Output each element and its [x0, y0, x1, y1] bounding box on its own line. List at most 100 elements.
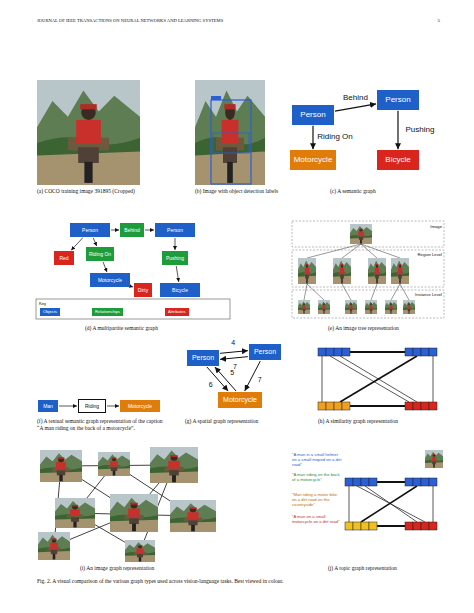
similarity-graph-part-part	[405, 348, 413, 356]
relation-arrow	[93, 238, 96, 246]
subfigure-caption: (i) An image graph representation	[80, 565, 230, 572]
similarity-graph-part-part	[326, 402, 334, 410]
level-label: Instance Level	[395, 292, 442, 297]
topic-graph-part-part	[429, 478, 437, 486]
legend-text: Attributes	[168, 309, 186, 314]
photo-b-part	[211, 100, 251, 184]
node-text: Bicycle	[383, 155, 413, 165]
page-number: 5	[430, 18, 440, 24]
node-text: Bicycle	[163, 287, 197, 293]
photo-b-part	[213, 133, 249, 153]
image-graph-part	[38, 532, 70, 560]
node-text: Riding	[83, 403, 101, 409]
topic-graph-part-part	[369, 522, 377, 530]
relationship-node: Riding On	[86, 247, 114, 261]
relation-arrow	[111, 230, 119, 231]
topic-graph-part-part	[369, 478, 377, 486]
relation-arrow	[312, 126, 313, 149]
node-text: Riding On	[89, 251, 111, 257]
topic-graph-part-part	[377, 481, 405, 483]
node-text: Motorcycle	[223, 396, 257, 404]
node-text: Motorcycle	[93, 277, 127, 283]
relation-arrow	[107, 406, 119, 407]
topic-graph-part-part	[345, 478, 353, 486]
subfigure-caption: (h) A similarity graph representation	[318, 418, 458, 425]
legend-text: Objects	[43, 309, 57, 314]
image-graph	[38, 447, 216, 562]
similarity-graph-part-part	[318, 402, 326, 410]
image-tree-part	[333, 258, 351, 284]
similarity-graph-part-part	[413, 402, 421, 410]
relation-arrow	[131, 286, 133, 288]
subfigure-caption: (d) A multipartite semantic graph	[85, 325, 235, 332]
similarity-graph-part-part	[429, 402, 437, 410]
image-tree-part	[292, 250, 444, 287]
topic-graph-part-part	[361, 522, 369, 530]
similarity-graph-part-part	[413, 348, 421, 356]
image-tree-part	[368, 258, 386, 284]
relation-arrow	[220, 351, 248, 354]
photo-b	[195, 80, 265, 185]
edge-label: 7	[257, 376, 263, 384]
edge-label: Riding On	[316, 133, 354, 142]
legend-swatch: Objects	[40, 308, 60, 315]
image-tree-part	[304, 244, 409, 300]
object-node: Motorcycle	[90, 273, 130, 287]
image-graph-part	[125, 540, 155, 562]
relation-arrow	[103, 262, 107, 272]
edge-label: Pushing	[405, 126, 436, 135]
photo-a	[37, 80, 140, 185]
image-tree-part-part	[391, 284, 400, 300]
topic-graph-part-part	[421, 478, 429, 486]
image-tree-part-part	[371, 284, 377, 300]
relation-arrow	[71, 238, 83, 251]
image-tree-part-part	[307, 284, 324, 300]
node-text: Person	[158, 227, 192, 233]
topic-graph-part	[425, 450, 443, 468]
similarity-graph-part-part	[340, 356, 417, 402]
image-tree-part	[292, 221, 444, 247]
topic-graph-part-part	[377, 525, 405, 527]
object-node: Person	[70, 223, 110, 237]
image-tree-part-part	[307, 244, 361, 258]
topic-graph-part-part	[345, 522, 353, 530]
similarity-graph-part-part	[322, 356, 323, 402]
key-heading: Key	[39, 301, 59, 306]
similarity-graph-part-part	[342, 402, 350, 410]
subfigure-caption: (f) A textual semantic graph representat…	[37, 418, 167, 431]
subfigure-caption: (b) Image with object detection labels	[195, 188, 305, 195]
image-tree-part	[365, 300, 377, 314]
image-tree-part	[403, 300, 415, 314]
subfigure-caption: (c) A semantic graph	[330, 188, 440, 195]
relation-arrow	[397, 111, 398, 149]
image-tree-part-part	[304, 284, 307, 300]
similarity-graph-part-part	[340, 356, 417, 402]
word-node: Man	[38, 400, 58, 412]
topic-graph-part-part	[353, 478, 361, 486]
object-node: Bicycle	[160, 283, 200, 297]
caption-quote: “Man riding a motor bike on a dirt road …	[292, 492, 342, 507]
key-box	[36, 299, 230, 319]
node-text: Behind	[123, 227, 141, 233]
similarity-graph-part	[318, 348, 437, 410]
similarity-graph-part-part	[429, 348, 437, 356]
image-tree-part	[298, 258, 316, 284]
node-text: Person	[73, 227, 107, 233]
region-node: Person	[249, 344, 281, 360]
relation-arrow	[175, 238, 176, 250]
node-text: Man	[42, 403, 54, 409]
node-text: Motorcycle	[294, 155, 333, 165]
object-node: Person	[377, 90, 419, 110]
node-text: Person	[254, 348, 276, 356]
relation-arrow	[335, 104, 376, 111]
object-node: Bicycle	[377, 150, 419, 170]
node-text: Person	[383, 95, 413, 105]
image-tree-part	[318, 300, 330, 314]
topic-graph-part-part	[405, 522, 413, 530]
relation-arrow	[59, 406, 77, 407]
caption-quote: “A man in a small helmet on a small mope…	[292, 452, 342, 467]
object-node: Person	[155, 223, 195, 237]
topic-graph-part-part	[413, 478, 421, 486]
photo-b-part	[195, 80, 265, 185]
